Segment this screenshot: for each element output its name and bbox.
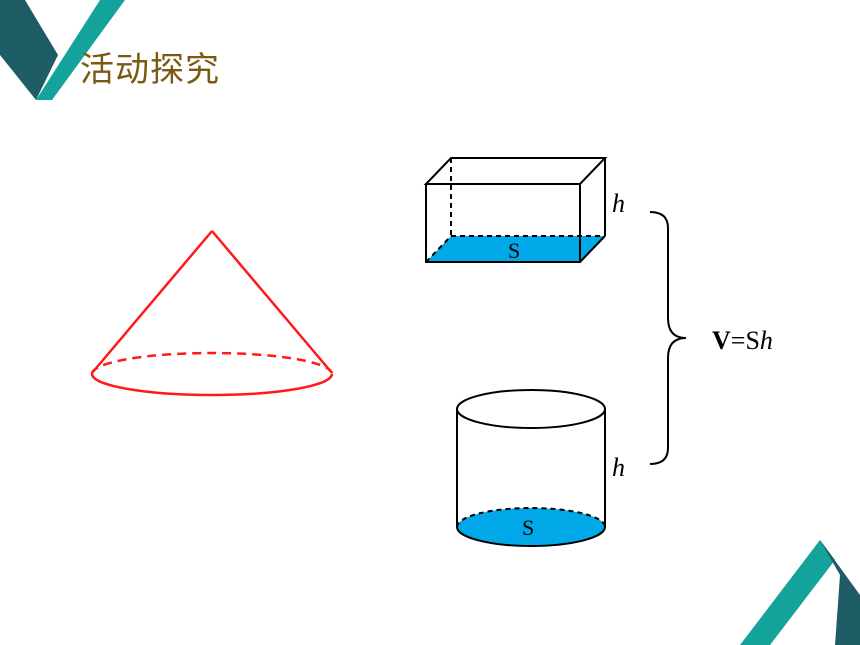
prism-right-bottom-edge — [579, 235, 606, 263]
prism-front-face — [425, 183, 581, 263]
cone-base-back-arc — [90, 351, 334, 375]
volume-formula: V=Sh — [712, 326, 773, 355]
cylinder-base-back-arc — [456, 507, 606, 528]
prism-height-label: h — [612, 189, 625, 218]
prism-top-face — [423, 157, 608, 185]
cylinder-base-label: S — [522, 515, 534, 540]
prism-hidden-left-bottom-edge — [425, 235, 452, 263]
prism-base-label: S — [508, 238, 520, 263]
formula-equals-base: =S — [731, 326, 760, 355]
prism-base-area — [426, 236, 605, 262]
cylinder-base-front-arc — [456, 526, 606, 547]
corner-decoration-top-left — [0, 0, 125, 100]
decoration-dark-shape — [0, 0, 58, 100]
slide-title: 活动探究 — [80, 50, 220, 90]
cone-left-edge — [91, 230, 213, 374]
decoration-dark-triangle — [820, 540, 860, 645]
cone — [90, 230, 334, 397]
cylinder-base-area — [457, 508, 605, 546]
decoration-teal-triangle — [740, 540, 835, 645]
formula-height-symbol: h — [760, 326, 773, 355]
cone-base-front-arc — [90, 373, 334, 397]
cone-right-edge — [211, 230, 333, 374]
cylinder-top-face — [456, 389, 606, 429]
decoration-teal-shape — [36, 0, 125, 100]
cylinder: S h — [456, 389, 625, 547]
corner-decoration-bottom-right — [740, 540, 860, 645]
curly-brace — [649, 211, 687, 465]
rectangular-prism: S h — [423, 157, 625, 263]
cylinder-height-label: h — [612, 453, 625, 482]
formula-volume-symbol: V — [712, 326, 731, 355]
